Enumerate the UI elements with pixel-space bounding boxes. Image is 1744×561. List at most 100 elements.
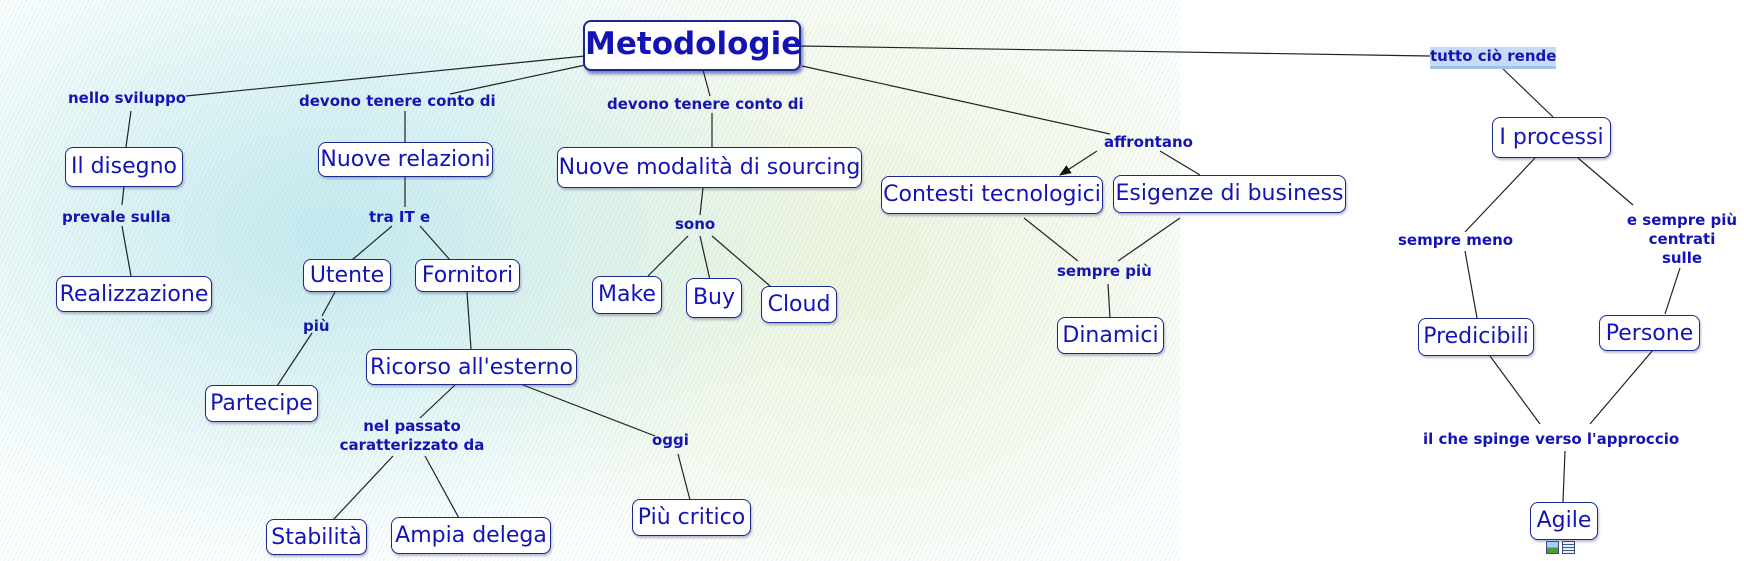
line bbox=[702, 69, 711, 97]
concept-node-nuove-relazioni[interactable]: Nuove relazioni bbox=[318, 142, 493, 177]
line bbox=[1664, 267, 1681, 315]
concept-label: Persone bbox=[1605, 321, 1694, 346]
line bbox=[1023, 217, 1079, 262]
concept-label: I processi bbox=[1499, 125, 1604, 150]
line bbox=[1589, 349, 1654, 425]
concept-node-esigenze-di-business[interactable]: Esigenze di business bbox=[1113, 175, 1346, 213]
concept-node-agile[interactable]: Agile bbox=[1530, 502, 1598, 540]
concept-node-i-processi[interactable]: I processi bbox=[1492, 117, 1611, 158]
concept-node-dinamici[interactable]: Dinamici bbox=[1057, 317, 1164, 354]
link-label-tra-it-e[interactable]: tra IT e bbox=[369, 208, 431, 226]
link-label-e-sempre-piu-centrati-sulle[interactable]: e sempre più centrati sulle bbox=[1622, 211, 1742, 268]
concept-label: Contesti tecnologici bbox=[883, 182, 1101, 207]
concept-label: Agile bbox=[1536, 508, 1592, 533]
link-label-sono[interactable]: sono bbox=[675, 215, 716, 233]
document-resource-icon[interactable] bbox=[1562, 541, 1575, 554]
concept-node-persone[interactable]: Persone bbox=[1599, 315, 1700, 351]
concept-node-fornitori[interactable]: Fornitori bbox=[415, 259, 520, 292]
line bbox=[466, 291, 472, 350]
concept-label: Fornitori bbox=[421, 263, 514, 288]
concept-node-stabilita[interactable]: Stabilità bbox=[266, 519, 367, 555]
concept-node-contesti-tecnologici[interactable]: Contesti tecnologici bbox=[881, 176, 1103, 214]
concept-label: Buy bbox=[692, 285, 736, 310]
line bbox=[1159, 150, 1201, 176]
link-label-devono-tenere-conto-di[interactable]: devono tenere conto di bbox=[299, 92, 496, 110]
link-label-nello-sviluppo[interactable]: nello sviluppo bbox=[68, 89, 187, 107]
link-label-il-che-spinge[interactable]: il che spinge verso l'approccio bbox=[1423, 430, 1680, 448]
concept-label: Make bbox=[598, 282, 656, 307]
line bbox=[351, 225, 393, 261]
link-label-prevale-sulla[interactable]: prevale sulla bbox=[62, 208, 171, 226]
concept-label: Nuove relazioni bbox=[320, 147, 491, 172]
concept-node-realizzazione[interactable]: Realizzazione bbox=[56, 276, 212, 312]
line bbox=[799, 45, 1431, 57]
line bbox=[276, 332, 313, 387]
link-label-line: e sempre più bbox=[1626, 211, 1738, 229]
line bbox=[332, 455, 394, 521]
line bbox=[1107, 283, 1111, 319]
concept-node-metodologie[interactable]: Metodologie bbox=[583, 20, 803, 71]
concept-node-ricorso-all-esterno[interactable]: Ricorso all'esterno bbox=[366, 349, 577, 385]
line bbox=[419, 384, 456, 419]
line bbox=[801, 65, 1111, 135]
link-label-devono-tenere-conto-di-2[interactable]: devono tenere conto di bbox=[607, 95, 804, 113]
link-label-piu[interactable]: più bbox=[303, 317, 330, 335]
concept-label: Stabilità bbox=[271, 525, 362, 550]
concept-label: Cloud bbox=[767, 292, 831, 317]
line bbox=[321, 291, 336, 317]
link-label-oggi[interactable]: oggi bbox=[652, 431, 689, 449]
line bbox=[121, 185, 125, 206]
line bbox=[677, 453, 691, 501]
link-label-sempre-meno[interactable]: sempre meno bbox=[1398, 231, 1514, 249]
link-label-nel-passato[interactable]: nel passato caratterizzato da bbox=[336, 417, 488, 455]
link-label-line: sulle bbox=[1661, 249, 1703, 267]
concept-node-cloud[interactable]: Cloud bbox=[761, 286, 837, 323]
line bbox=[121, 225, 132, 277]
line bbox=[449, 63, 591, 95]
concept-label: Nuove modalità di sourcing bbox=[558, 155, 861, 180]
link-label-affrontano[interactable]: affrontano bbox=[1104, 133, 1193, 151]
concept-label: Dinamici bbox=[1062, 323, 1159, 348]
concept-label: Più critico bbox=[637, 505, 746, 530]
line bbox=[125, 110, 132, 148]
concept-node-ampia-delega[interactable]: Ampia delega bbox=[391, 517, 551, 554]
concept-label: Il disegno bbox=[70, 154, 178, 179]
concept-label: Ricorso all'esterno bbox=[370, 355, 573, 380]
concept-node-buy[interactable]: Buy bbox=[686, 278, 742, 318]
image-resource-icon[interactable] bbox=[1546, 541, 1559, 554]
concept-node-il-disegno[interactable]: Il disegno bbox=[65, 147, 183, 187]
concept-node-utente[interactable]: Utente bbox=[303, 259, 391, 292]
line bbox=[1117, 217, 1181, 262]
concept-node-piu-critico[interactable]: Più critico bbox=[632, 499, 751, 536]
concept-label: Predicibili bbox=[1423, 324, 1529, 349]
concept-label: Realizzazione bbox=[59, 282, 209, 307]
line bbox=[1562, 450, 1566, 503]
concept-node-partecipe[interactable]: Partecipe bbox=[205, 385, 318, 422]
line bbox=[185, 55, 586, 97]
link-label-line: caratterizzato da bbox=[339, 436, 485, 454]
line bbox=[699, 187, 704, 216]
link-label-sempre-piu[interactable]: sempre più bbox=[1057, 262, 1152, 280]
line bbox=[1058, 150, 1098, 176]
link-label-line: centrati bbox=[1648, 230, 1716, 248]
line bbox=[522, 384, 656, 437]
line bbox=[699, 235, 711, 281]
concept-label: Metodologie bbox=[585, 26, 803, 62]
line bbox=[1464, 250, 1478, 319]
line bbox=[711, 235, 771, 287]
concept-node-nuove-modalita-di-sourcing[interactable]: Nuove modalità di sourcing bbox=[557, 147, 862, 188]
concept-label: Ampia delega bbox=[395, 523, 547, 548]
concept-node-predicibili[interactable]: Predicibili bbox=[1418, 318, 1534, 356]
concept-label: Partecipe bbox=[210, 391, 313, 416]
line bbox=[1464, 157, 1536, 233]
link-label-line: nel passato bbox=[363, 417, 461, 435]
line bbox=[419, 225, 451, 261]
line bbox=[1489, 355, 1541, 425]
line bbox=[1499, 65, 1554, 118]
line bbox=[424, 455, 461, 521]
concept-node-make[interactable]: Make bbox=[592, 276, 662, 314]
concept-label: Esigenze di business bbox=[1115, 181, 1344, 206]
link-label-tutto-cio-rende[interactable]: tutto ciò rende bbox=[1430, 47, 1557, 69]
